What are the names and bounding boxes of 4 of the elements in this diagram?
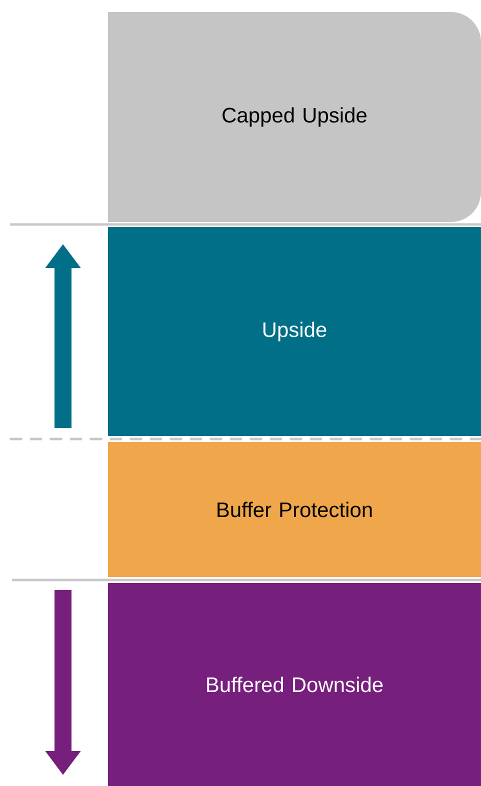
band: Capped Upside bbox=[108, 12, 481, 222]
band: Buffer Protection bbox=[108, 442, 481, 577]
band: Upside bbox=[108, 227, 481, 436]
band: Buffered Downside bbox=[108, 583, 481, 786]
